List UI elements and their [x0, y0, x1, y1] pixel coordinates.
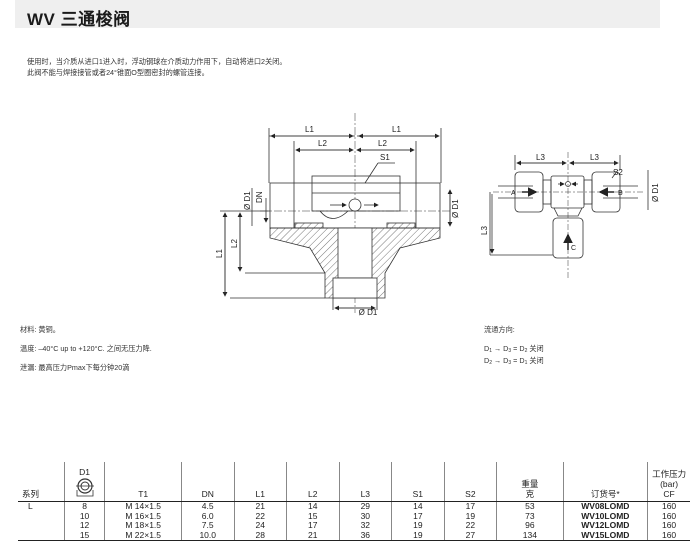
- col-l1: L1: [233, 462, 287, 502]
- col-series: 系列: [18, 462, 65, 502]
- dim-d1-side: Ø D1: [651, 183, 660, 202]
- note-material: 材料: 黄铜。: [20, 325, 60, 334]
- dim-d1-right: Ø D1: [451, 199, 460, 218]
- order-number: WV15LOMD: [562, 530, 648, 541]
- description-line-1: 使用时，当介质从进口1进入时，浮动钢球在介质动力作用下，自动将进口2关闭。: [27, 57, 287, 66]
- dim-s1: S1: [380, 153, 390, 162]
- spec-table: 系列 D1 T1 DN L1 L2 L3 S1 S2 重量克 订货号*: [18, 462, 690, 541]
- flow-row-1: D1 → D3 = D2 关闭: [484, 344, 544, 354]
- dim-dn: DN: [255, 191, 264, 203]
- col-t1: T1: [104, 462, 182, 502]
- dim-l2-left: L2: [318, 139, 327, 148]
- valve-section-drawing: L1 L1 L2 L2 S1 Ø D1 L1 L2 Ø D1 DN Ø D1: [215, 113, 460, 317]
- col-pressure: 工作压力(bar)CF: [647, 462, 690, 502]
- order-number: WV08LOMD: [562, 501, 648, 512]
- port-c-label: C: [571, 245, 576, 252]
- note-leakage: 泄漏: 最高压力Pmax下每分钟20滴: [20, 363, 130, 372]
- dim-l1-left: L1: [305, 125, 314, 134]
- note-temperature: 温度: –40°C up to +120°C. 之间无压力降.: [20, 344, 152, 353]
- col-l2: L2: [286, 462, 340, 502]
- notes: 材料: 黄铜。 温度: –40°C up to +120°C. 之间无压力降. …: [20, 322, 152, 379]
- port-a-label: A: [511, 190, 516, 197]
- dim-l3-right: L3: [590, 153, 599, 162]
- dim-l1-right: L1: [392, 125, 401, 134]
- dim-l2-vertical: L2: [230, 239, 239, 248]
- dim-l1-vertical: L1: [215, 249, 224, 258]
- col-d1: D1: [63, 462, 105, 502]
- dim-d1-bottom: Ø D1: [359, 308, 378, 317]
- title-bar: [15, 0, 660, 28]
- dim-l2-right: L2: [378, 139, 387, 148]
- col-s2: S2: [443, 462, 497, 502]
- tube-end-icon: [75, 478, 94, 497]
- col-order-number: 订货号*: [562, 462, 648, 502]
- dim-l3-vertical: L3: [480, 226, 489, 235]
- table-header-row: 系列 D1 T1 DN L1 L2 L3 S1 S2 重量克 订货号*: [18, 462, 690, 502]
- port-b-label: B: [618, 190, 623, 197]
- flow-title: 流通方向:: [484, 325, 515, 334]
- col-l3: L3: [338, 462, 392, 502]
- col-s1: S1: [391, 462, 445, 502]
- dim-d1-left: Ø D1: [243, 191, 252, 210]
- valve-flow-schematic: L3 L3 S2 A B C L3 Ø D1: [480, 152, 660, 280]
- order-number: WV12LOMD: [562, 520, 648, 531]
- description-line-2: 此阀不能与焊接接管或者24°锥面O型圈密封的螺管连接。: [27, 68, 209, 77]
- page-title: WV 三通梭阀: [27, 10, 131, 29]
- description: 使用时，当介质从进口1进入时，浮动钢球在介质动力作用下，自动将进口2关闭。 此阀…: [27, 56, 287, 78]
- dim-s2: S2: [613, 168, 623, 177]
- col-weight: 重量克: [496, 462, 564, 502]
- flow-direction: 流通方向: D1 → D3 = D2 关闭 D2 → D3 = D1 关闭: [484, 322, 544, 368]
- flow-row-2: D2 → D3 = D1 关闭: [484, 356, 544, 366]
- col-dn: DN: [180, 462, 235, 502]
- order-number: WV10LOMD: [562, 511, 648, 521]
- dim-l3-left: L3: [536, 153, 545, 162]
